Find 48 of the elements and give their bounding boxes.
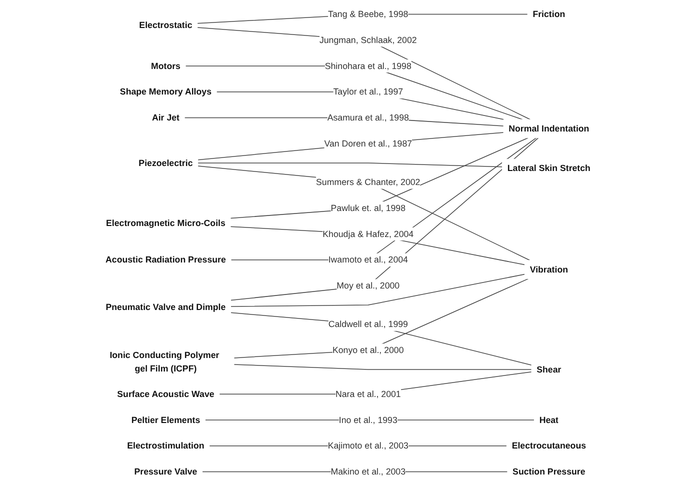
edge-label: Iwamoto et al., 2004: [328, 254, 408, 265]
connector: [230, 312, 532, 366]
node-text: Peltier Elements: [131, 414, 200, 425]
edge-label: Konyo et al., 2000: [332, 344, 404, 355]
edge-label: Ino et al., 1993: [338, 414, 398, 425]
node-text: Suction Pressure: [512, 466, 586, 477]
node-text: Air Jet: [152, 112, 180, 123]
node-text: Electromagnetic Micro-Coils: [106, 218, 226, 228]
node-text: Pneumatic Valve and Dimple: [106, 302, 226, 312]
edge-label: Pawluk et. al, 1998: [330, 202, 406, 213]
node-text: Acoustic Radiation Pressure: [106, 254, 226, 265]
edge-label: Moy et al., 2000: [336, 280, 400, 291]
connector: [230, 137, 537, 260]
edge-label: Asamura et al., 1998: [327, 112, 409, 123]
connector: [234, 278, 529, 358]
node-text: Electrostatic: [139, 20, 192, 30]
node-text: Shear: [536, 364, 562, 374]
edge-label: Summers & Chanter, 2002: [316, 176, 420, 187]
node-text: Piezoelectric: [138, 158, 193, 168]
edge-label: Jungman, Schlaak, 2002: [319, 34, 417, 45]
edge-label: Shinohara et al., 1998: [324, 60, 412, 71]
node-text: Shape Memory Alloys: [120, 86, 212, 97]
edge-label: Nara et al., 2001: [335, 388, 401, 399]
connector: [197, 166, 530, 261]
node-text: Motors: [150, 60, 180, 71]
edge-label: Kajimoto et al., 2003: [328, 440, 408, 451]
connector: [230, 226, 526, 266]
node-text: Surface Acoustic Wave: [117, 388, 214, 399]
edge-label: Tang & Beebe, 1998: [328, 8, 408, 19]
node-text: Pressure Valve: [134, 466, 198, 477]
edge-label: Khoudja & Hafez, 2004: [322, 228, 414, 239]
node-text: Vibration: [530, 264, 568, 274]
connector: [230, 137, 528, 219]
node-text: Heat: [539, 414, 559, 425]
node-text: Normal Indentation: [508, 123, 590, 134]
connector: [234, 364, 532, 370]
connector: [230, 274, 526, 307]
edge-label: Van Doren et al., 1987: [324, 138, 412, 148]
connector: [197, 162, 503, 168]
connector: [230, 137, 539, 301]
connector: [197, 132, 504, 160]
node-text: Electrostimulation: [127, 440, 204, 451]
node-text: Ionic Conducting Polymer gel Film (ICPF): [110, 350, 220, 374]
node-text: Friction: [532, 8, 566, 19]
edge-label: Caldwell et al., 1999: [328, 318, 408, 330]
node-text: Electrocutaneous: [512, 440, 586, 451]
edge-label: Makino et al., 2003: [330, 466, 406, 477]
edge-label: Taylor et al., 1997: [333, 86, 404, 97]
